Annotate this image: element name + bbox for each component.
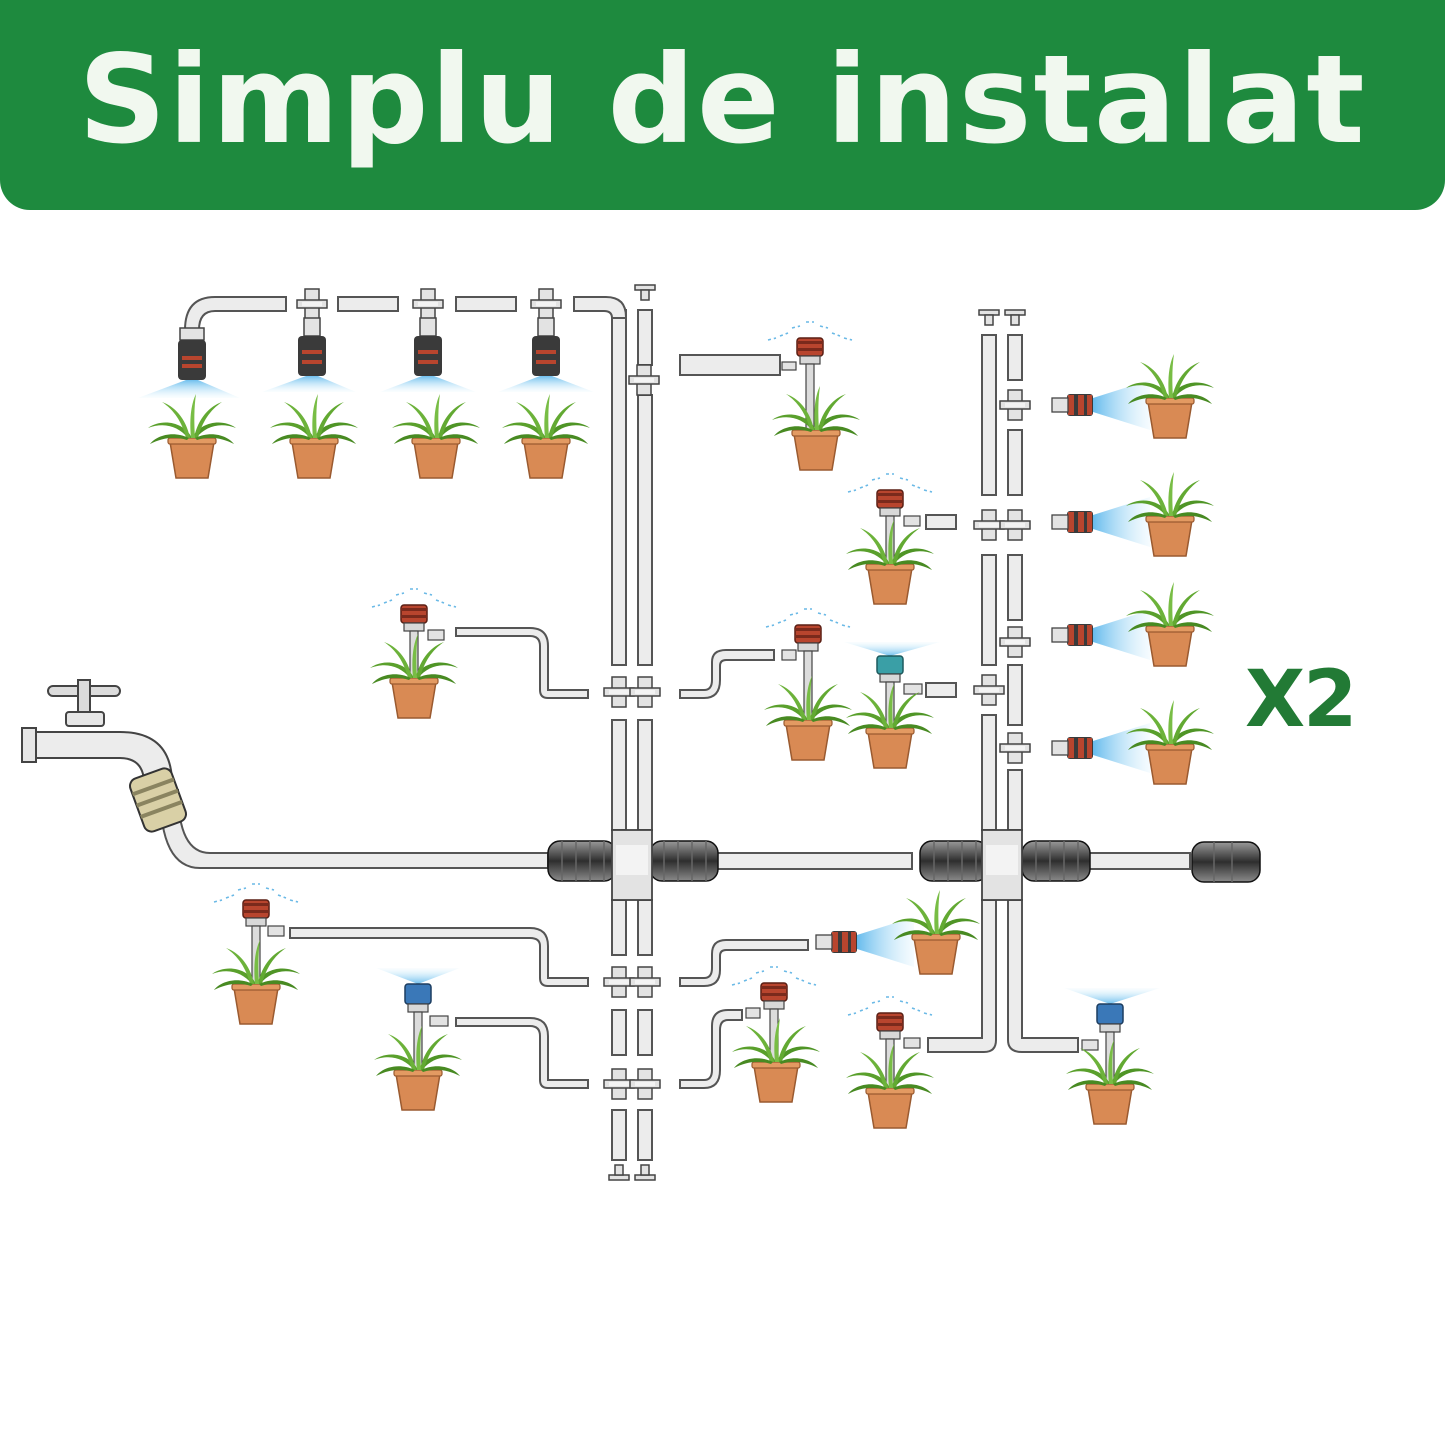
- plant-pot-icon: [845, 1043, 935, 1129]
- hub-left: [611, 829, 653, 901]
- mister-nozzle-icon: [414, 317, 442, 376]
- mister-nozzle-icon: [298, 317, 326, 376]
- plant-pot-icon: [845, 683, 935, 769]
- side-misters: [815, 380, 1150, 967]
- header-banner: Simplu de instalat: [0, 0, 1445, 210]
- plant-pot-icon: [373, 1025, 463, 1111]
- mister-nozzle-icon: [815, 930, 858, 954]
- riser-right-a: [981, 334, 997, 496]
- overhead-pipe: [183, 296, 287, 331]
- plant-pot-icon: [369, 633, 459, 719]
- mister-nozzle-icon: [1051, 736, 1094, 760]
- mister-nozzle-icon: [1051, 393, 1094, 417]
- plant-pot-icon: [1065, 1039, 1155, 1125]
- main-pipe-mid: [715, 852, 913, 870]
- mister-nozzle-icon: [178, 327, 206, 380]
- pipe-network: [158, 296, 1191, 1161]
- end-cap-icon: [1191, 841, 1261, 883]
- riser-left-a: [611, 309, 627, 666]
- irrigation-diagram: [21, 284, 1261, 1181]
- main-pipe-right: [1087, 852, 1191, 870]
- plant-pot-icon: [763, 675, 853, 761]
- plant-pot-icon: [731, 1017, 821, 1103]
- mister-nozzle-icon: [1051, 623, 1094, 647]
- plant-pot-icon: [269, 393, 359, 479]
- page-title: Simplu de instalat: [78, 29, 1367, 171]
- riser-right-b: [1007, 334, 1023, 381]
- mister-nozzle-icon: [1051, 510, 1094, 534]
- riser-left-a-low: [611, 899, 627, 956]
- sprinkler-icon: [847, 996, 933, 1120]
- sprinkler-icon: [213, 883, 299, 1007]
- riser-left-b-mid: [637, 719, 653, 831]
- sprinkler-icon: [767, 321, 853, 445]
- water-spray-icon: [857, 380, 1150, 967]
- overhead-misters: [138, 317, 594, 398]
- riser-left-b: [637, 309, 653, 366]
- riser-left-a-bot: [611, 1109, 627, 1161]
- riser-left-b2: [637, 394, 653, 666]
- faucet-icon: [21, 679, 174, 781]
- plant-pot-icon: [501, 393, 591, 479]
- water-spray-icon: [138, 376, 594, 398]
- sprinkler-icon: [371, 588, 457, 712]
- main-pipe: [158, 789, 549, 869]
- riser-left-b-low2: [637, 1009, 653, 1056]
- riser-right-a-low: [927, 899, 997, 1053]
- hub-right: [981, 829, 1023, 901]
- sprinkler-icon: [847, 473, 933, 597]
- quantity-multiplier: X2: [1245, 655, 1357, 745]
- riser-left-b-low: [637, 899, 653, 956]
- sprinkler-icon: [376, 968, 460, 1073]
- plant-pot-icon: [147, 393, 237, 479]
- plant-pot-icon: [391, 393, 481, 479]
- riser-left-a-mid: [611, 719, 627, 831]
- mister-nozzle-icon: [532, 317, 560, 376]
- plant-pot-icon: [845, 519, 935, 605]
- sprinkler-icon: [765, 608, 851, 732]
- filter-icon: [129, 767, 187, 833]
- riser-left-a-low2: [611, 1009, 627, 1056]
- riser-right-b-low: [1007, 899, 1079, 1053]
- plant-pot-icon: [771, 385, 861, 471]
- sprinkler-icon: [731, 966, 817, 1090]
- riser-left-b-bot: [637, 1109, 653, 1161]
- plant-pot-icon: [211, 939, 301, 1025]
